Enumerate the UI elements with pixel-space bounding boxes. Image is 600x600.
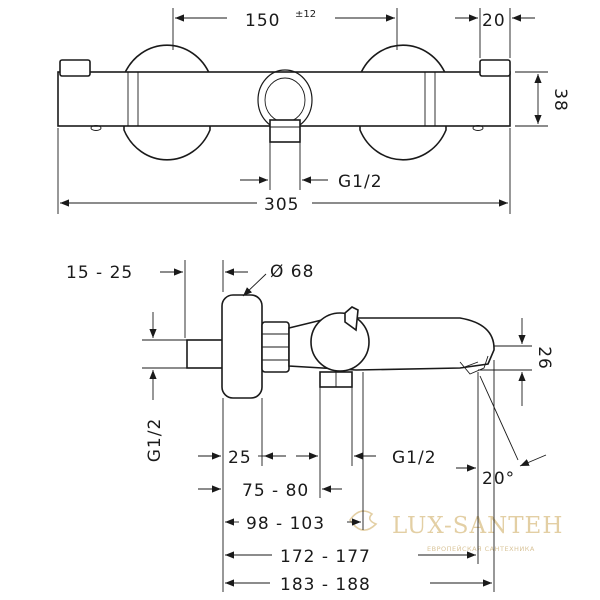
spout-tip-line (461, 361, 479, 369)
spout-tip (459, 355, 489, 375)
dim-outlet-side-label: G1/2 (392, 448, 437, 468)
dim-rosette-depth-label: 25 (228, 448, 252, 468)
side-view: LUX-SANTEH ЕВРОПЕЙСКАЯ САНТЕХНИКА 15 - 2… (66, 260, 563, 595)
inlet-pipe (186, 339, 224, 369)
dim-cap-width-label: 20 (482, 11, 506, 31)
right-cap (479, 59, 511, 77)
dim-spout-length-label: 172 - 177 (280, 547, 371, 567)
side-rosette (221, 294, 263, 399)
leader-rosette-diameter (242, 273, 267, 297)
dim-spout-height-label: 26 (534, 346, 554, 370)
watermark-tagline: ЕВРОПЕЙСКАЯ САНТЕХНИКА (427, 544, 535, 553)
dim-handle-offset-label: 98 - 103 (246, 514, 325, 534)
dim-outlet-offset-label: 75 - 80 (242, 481, 309, 501)
watermark-logo: LUX-SANTEH ЕВРОПЕЙСКАЯ САНТЕХНИКА (349, 510, 563, 553)
dim-centres-tolerance: ±12 (295, 9, 316, 20)
dim-centres-label: 150 (245, 11, 280, 31)
mixer-body (57, 71, 511, 127)
dim-angle-label: 20° (482, 469, 515, 489)
left-foot (90, 125, 102, 131)
dim-total-projection-label: 183 - 188 (280, 575, 371, 595)
angle-arrow-b (519, 454, 547, 467)
right-foot (472, 125, 484, 131)
front-view: 150 ±12 20 38 G1/2 305 (57, 8, 570, 215)
dim-wall-gap-label: 15 - 25 (66, 263, 133, 283)
handle-lever (344, 306, 359, 332)
dim-outlet-thread-label: G1/2 (338, 172, 383, 192)
left-cap (59, 59, 91, 77)
dim-inlet-thread-label: G1/2 (145, 418, 165, 463)
angle-leg (479, 375, 519, 461)
dim-rosette-diameter-label: Ø 68 (270, 262, 314, 282)
outlet-nut (269, 119, 301, 143)
dim-height-label: 38 (550, 88, 570, 112)
temperature-handle (310, 312, 370, 372)
dim-total-width-label: 305 (264, 195, 299, 215)
watermark-bath-icon (349, 510, 378, 531)
watermark-brand: LUX-SANTEH (392, 513, 563, 539)
